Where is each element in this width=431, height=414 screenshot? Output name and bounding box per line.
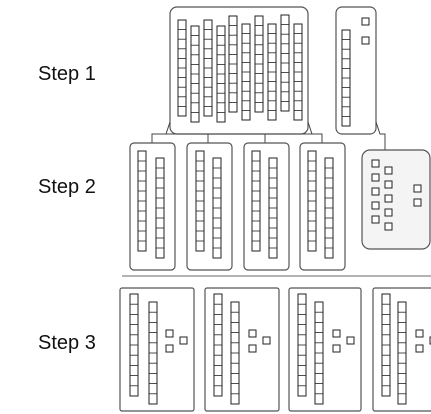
step-2-group-3 (243, 142, 290, 271)
unit-cube (413, 184, 422, 193)
unit-cube (248, 329, 257, 338)
step-3-group-3 (288, 287, 362, 412)
unit-cube (371, 215, 380, 224)
split-connector (151, 121, 386, 150)
unit-cube (384, 222, 393, 231)
step-3-group-4 (372, 287, 431, 412)
unit-cube (165, 344, 174, 353)
unit-cube (332, 329, 341, 338)
unit-cube (384, 194, 393, 203)
step-1-ones-group (335, 6, 377, 135)
step-1-tens-group (169, 6, 309, 135)
unit-cube (415, 329, 424, 338)
step-3-group-1 (119, 287, 195, 412)
step-2-label: Step 2 (38, 176, 96, 198)
unit-cube (165, 329, 174, 338)
unit-cube (413, 198, 422, 207)
step-3-label: Step 3 (38, 332, 96, 354)
unit-cube (371, 187, 380, 196)
step-1-label: Step 1 (38, 63, 96, 85)
unit-cube (361, 17, 370, 26)
unit-cube (179, 336, 188, 345)
unit-cube (332, 344, 341, 353)
unit-cube (415, 344, 424, 353)
unit-cube (384, 166, 393, 175)
unit-cube (371, 173, 380, 182)
step-3-group-2 (204, 287, 280, 412)
unit-cube (248, 344, 257, 353)
unit-cube (361, 36, 370, 45)
unit-cube (384, 180, 393, 189)
unit-cube (262, 336, 271, 345)
step-2-group-1 (129, 142, 176, 271)
unit-cube (371, 159, 380, 168)
unit-cube (371, 201, 380, 210)
unit-cube (384, 208, 393, 217)
step-2-group-4 (299, 142, 346, 271)
step-2-ones-group (361, 149, 431, 250)
unit-cube (346, 336, 355, 345)
step-2-group-2 (186, 142, 233, 271)
